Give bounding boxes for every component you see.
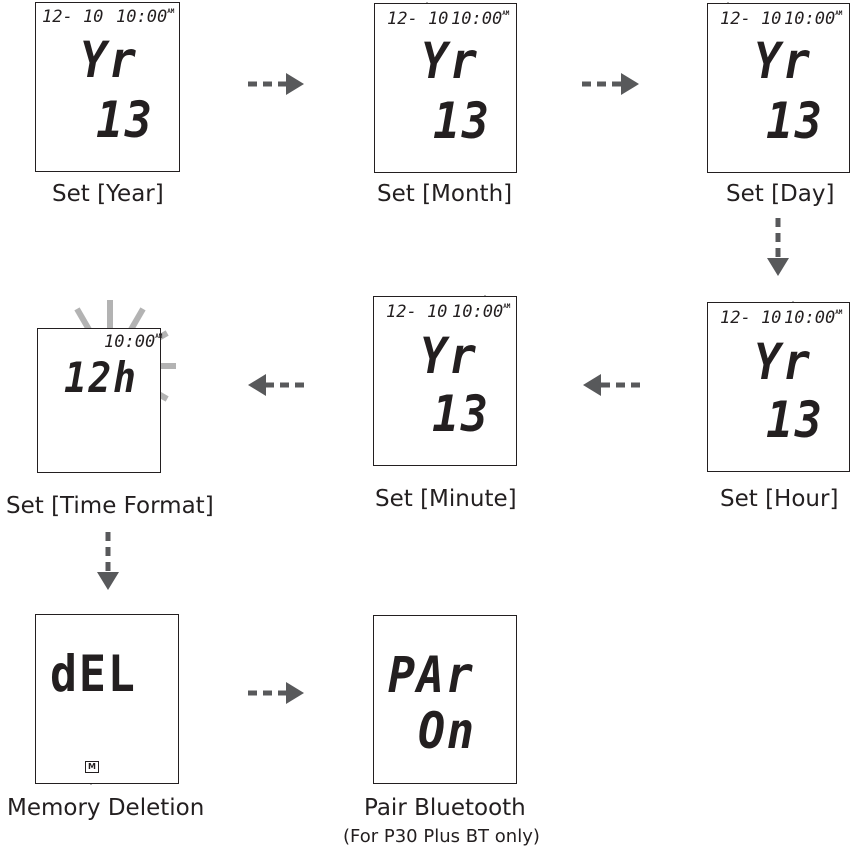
lcd-label-yr: Yr xyxy=(420,327,478,385)
caption-set-hour: Set [Hour] xyxy=(720,486,839,512)
lcd-time: 10:00AM xyxy=(452,302,511,322)
lcd-date: 12- 10 xyxy=(720,9,782,29)
lcd-screen-pair-bluetooth: PAr On xyxy=(373,615,517,784)
lcd-date: 12- 10 xyxy=(386,302,448,322)
lcd-label-yr: Yr xyxy=(754,32,812,90)
caption-set-year: Set [Year] xyxy=(52,181,164,207)
arrow-year-to-month xyxy=(248,73,304,95)
caption-memory-deletion: Memory Deletion xyxy=(7,795,205,821)
lcd-label-yr: Yr xyxy=(754,333,812,391)
lcd-year-value: 13 xyxy=(96,91,154,149)
arrow-day-to-hour xyxy=(767,218,789,276)
arrow-memory-to-pair xyxy=(248,682,304,704)
lcd-label-yr: Yr xyxy=(421,32,479,90)
arrow-hour-to-minute xyxy=(583,374,640,396)
lcd-time: 10:00AM xyxy=(116,7,175,27)
lcd-date: 12- 10 xyxy=(720,308,782,328)
lcd-year-value: 13 xyxy=(766,92,824,150)
lcd-screen-day: 12- 10 10:00AM Yr 13 xyxy=(707,3,850,173)
lcd-year-value: 13 xyxy=(766,391,824,449)
caption-set-day: Set [Day] xyxy=(726,181,835,207)
arrow-format-to-memory xyxy=(97,532,119,590)
lcd-screen-hour: 12- 10 10:00AM Yr 13 xyxy=(707,302,850,472)
caption-pair-bluetooth-note: (For P30 Plus BT only) xyxy=(343,826,540,847)
caption-set-month: Set [Month] xyxy=(377,181,513,207)
lcd-screen-minute: 12- 10 10:00AM Yr 13 xyxy=(373,296,517,466)
lcd-on-text: On xyxy=(418,702,476,760)
lcd-label-yr: Yr xyxy=(80,31,138,89)
caption-set-time-format: Set [Time Format] xyxy=(6,493,214,519)
arrow-month-to-day xyxy=(582,73,639,95)
caption-set-minute: Set [Minute] xyxy=(375,486,517,512)
lcd-time-format-value: 12h xyxy=(64,353,138,402)
lcd-time: 10:00AM xyxy=(451,9,510,29)
lcd-screen-memory-deletion: dEL M xyxy=(35,614,179,784)
lcd-screen-time-format: 10:00AM 12h xyxy=(37,328,163,473)
lcd-screen-year: 12- 10 10:00AM Yr 13 xyxy=(35,2,180,172)
memory-icon: M xyxy=(85,761,99,773)
lcd-date: 12- 10 xyxy=(387,9,449,29)
lcd-year-value: 13 xyxy=(432,385,490,443)
arrow-minute-to-format xyxy=(248,374,304,396)
lcd-del-text: dEL xyxy=(50,645,137,703)
lcd-time: 10:00AM xyxy=(784,9,843,29)
lcd-par-text: PAr xyxy=(388,646,475,704)
lcd-year-value: 13 xyxy=(433,92,491,150)
lcd-date: 12- 10 xyxy=(42,7,104,27)
lcd-time: 10:00AM xyxy=(784,308,843,328)
lcd-screen-month: 12- 10 10:00AM Yr 13 xyxy=(374,3,517,173)
lcd-time: 10:00AM xyxy=(104,332,163,352)
caption-pair-bluetooth: Pair Bluetooth xyxy=(364,795,526,821)
